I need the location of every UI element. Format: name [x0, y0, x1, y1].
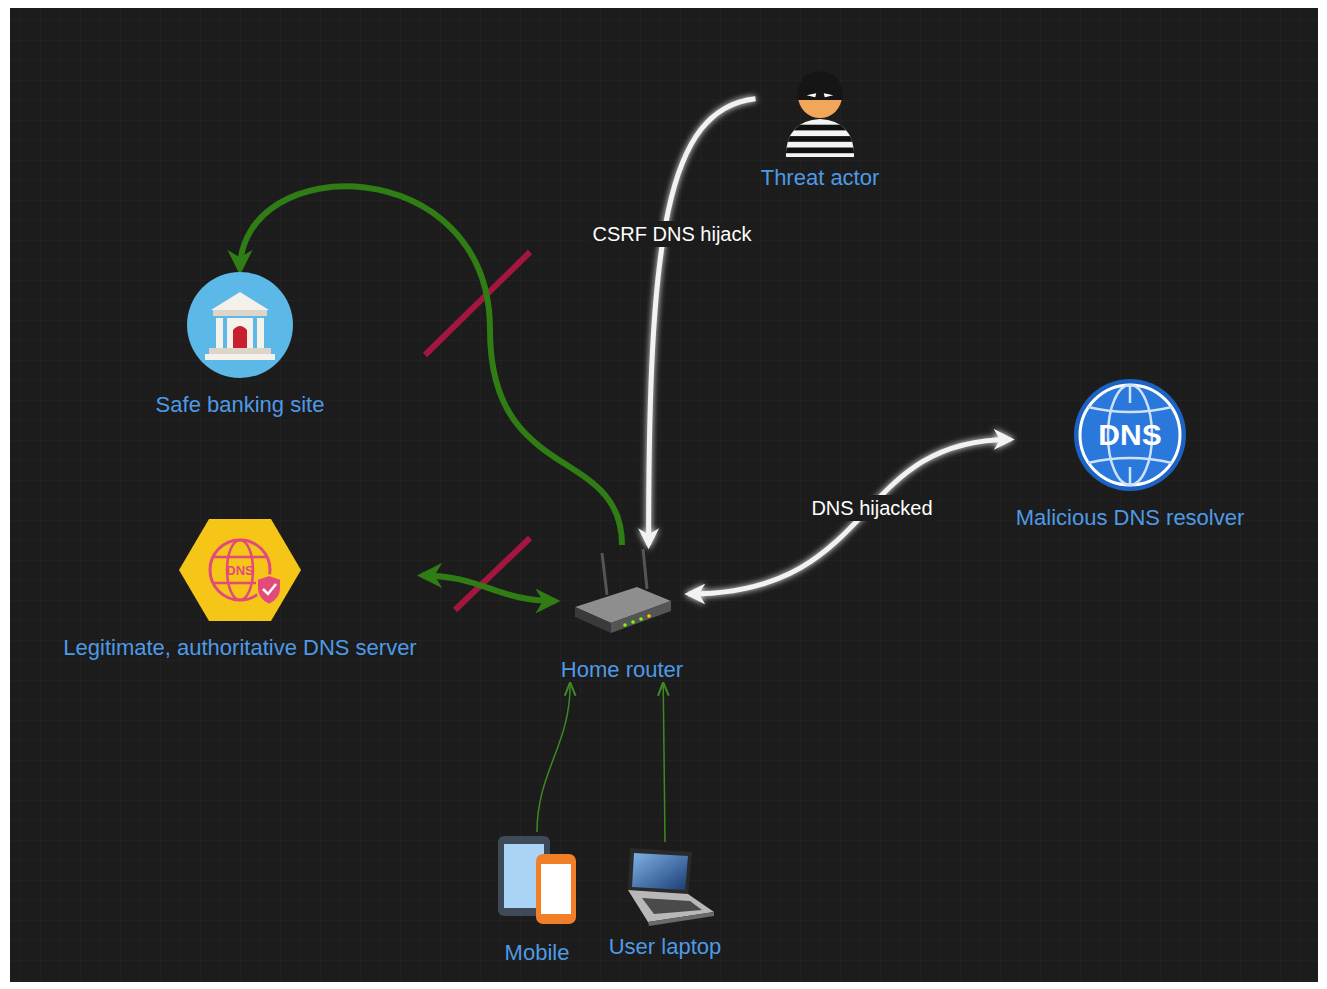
node-label: Home router: [561, 657, 683, 683]
icon-node: Threat actor: [756, 62, 885, 193]
edge-label: DNS hijacked: [807, 495, 936, 521]
connector-arrow: [689, 439, 1011, 594]
edge-label: CSRF DNS hijack: [589, 221, 756, 247]
node-icon: [770, 62, 870, 157]
node-icon: [494, 832, 580, 928]
node-icon: [185, 270, 295, 380]
connector-arrow: [663, 685, 665, 842]
node-label: User laptop: [609, 934, 722, 960]
icon-node: Safe banking site: [151, 270, 330, 420]
icon-text: DNS: [226, 563, 253, 578]
node-label: Mobile: [505, 940, 570, 966]
icon-node: Legitimate, authoritative DNS server: [58, 517, 422, 663]
node-icon: [612, 842, 718, 928]
icon-text: DNS: [1098, 418, 1161, 452]
node-label: Safe banking site: [156, 392, 325, 418]
icon-node: Home router: [556, 545, 689, 685]
icon-node: Mobile: [489, 832, 585, 968]
node-icon: [567, 545, 677, 635]
connector-arrow: [240, 186, 622, 545]
node-label: Legitimate, authoritative DNS server: [63, 635, 416, 661]
icon-node: User laptop: [604, 842, 727, 962]
connector-arrow: [422, 575, 556, 601]
node-label: Malicious DNS resolver: [1016, 505, 1245, 531]
connector-arrow: [649, 99, 756, 545]
node-label: Threat actor: [761, 165, 880, 191]
icon-node: Malicious DNS resolver: [1011, 377, 1250, 533]
connector-arrow: [537, 685, 570, 832]
